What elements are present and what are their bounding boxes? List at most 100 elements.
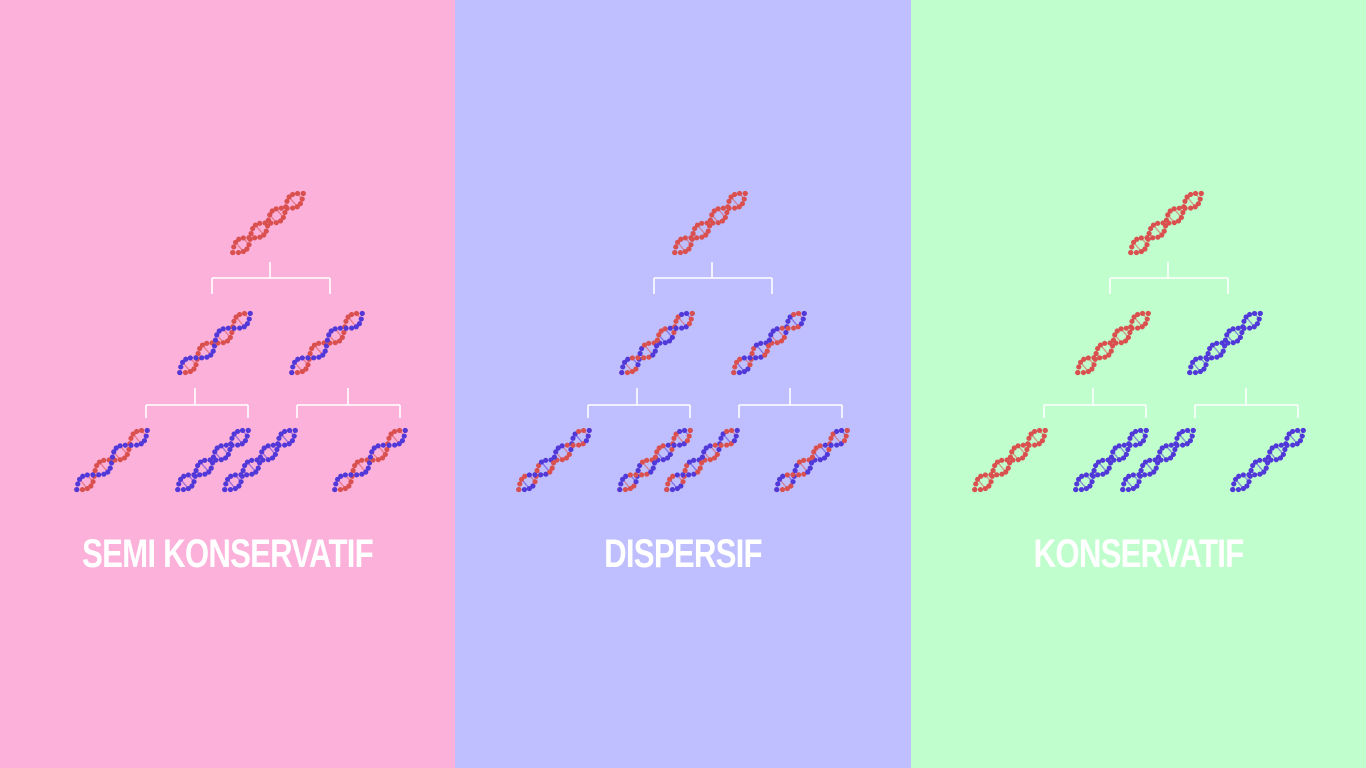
strand-a-bead xyxy=(1118,340,1124,346)
strand-b-bead xyxy=(1278,442,1284,448)
strand-a-bead xyxy=(1182,198,1188,204)
strand-b-bead xyxy=(1114,328,1120,334)
strand-b-bead xyxy=(1079,473,1085,479)
strand-b-bead xyxy=(844,427,850,434)
strand-a-bead xyxy=(1251,310,1258,317)
strand-b-bead xyxy=(805,469,811,475)
strand-b-bead xyxy=(1187,369,1193,376)
strand-b-bead xyxy=(549,465,555,471)
strand-a-bead xyxy=(229,435,235,441)
strand-b-bead xyxy=(278,205,284,211)
strand-a-bead xyxy=(1250,462,1256,469)
strand-a-bead xyxy=(716,446,722,453)
strand-a-bead xyxy=(1174,435,1180,441)
strand-b-bead xyxy=(1009,449,1015,455)
strand-b-bead xyxy=(232,472,238,478)
strand-b-bead xyxy=(263,228,269,234)
strand-a-bead xyxy=(1273,457,1279,463)
strand-b-bead xyxy=(686,472,692,478)
strand-b-bead xyxy=(214,445,220,451)
strand-b-bead xyxy=(764,348,770,354)
strand-b-bead xyxy=(703,232,709,238)
strand-b-bead xyxy=(1110,449,1116,455)
strand-b-bead xyxy=(399,438,406,444)
strand-a-bead xyxy=(236,483,242,489)
dna-helix xyxy=(1120,427,1196,493)
strand-b-bead xyxy=(828,442,834,448)
strand-b-bead xyxy=(1104,469,1110,475)
strand-b-bead xyxy=(244,433,250,439)
strand-a-bead xyxy=(817,457,823,463)
strand-a-bead xyxy=(736,369,743,376)
strand-a-bead xyxy=(1024,446,1030,453)
strand-b-bead xyxy=(522,473,528,479)
strand-a-bead xyxy=(276,435,282,441)
strand-b-bead xyxy=(1231,481,1237,487)
strand-b-bead xyxy=(1273,443,1279,449)
strand-a-bead xyxy=(699,220,705,226)
strand-a-bead xyxy=(354,459,361,465)
strand-a-bead xyxy=(349,311,355,318)
strand-b-bead xyxy=(228,473,234,479)
strand-b-bead xyxy=(1257,471,1263,477)
strand-b-bead xyxy=(1209,355,1215,361)
strand-b-bead xyxy=(240,235,246,241)
strand-a-bead xyxy=(290,191,296,198)
strand-b-bead xyxy=(1214,354,1220,360)
strand-a-bead xyxy=(666,338,673,344)
strand-a-bead xyxy=(1129,318,1135,324)
strand-a-bead xyxy=(838,427,845,434)
dna-helix xyxy=(731,310,807,376)
strand-a-bead xyxy=(249,457,255,463)
strand-a-bead xyxy=(1127,329,1133,336)
strand-b-bead xyxy=(699,234,705,240)
strand-b-bead xyxy=(775,481,781,487)
strand-a-bead xyxy=(90,479,96,485)
strand-b-bead xyxy=(999,471,1005,477)
strand-b-bead xyxy=(375,443,381,449)
strand-a-bead xyxy=(379,455,386,461)
strand-b-bead xyxy=(1145,310,1151,317)
strand-b-bead xyxy=(650,465,656,471)
strand-b-bead xyxy=(253,469,259,475)
strand-a-bead xyxy=(1247,311,1253,318)
strand-a-bead xyxy=(680,479,686,485)
strand-b-bead xyxy=(737,356,743,362)
strand-b-bead xyxy=(1003,469,1009,475)
strand-b-bead xyxy=(662,326,668,332)
dna-helix xyxy=(1128,190,1204,256)
strand-b-bead xyxy=(633,472,639,478)
strand-b-bead xyxy=(1155,454,1162,460)
strand-b-bead xyxy=(230,249,236,256)
strand-b-bead xyxy=(386,442,392,448)
replication-tree-semi-konservatif xyxy=(74,190,408,493)
strand-b-bead xyxy=(1218,352,1224,358)
strand-b-bead xyxy=(1176,205,1182,211)
strand-a-bead xyxy=(1019,455,1026,461)
dna-helix xyxy=(1075,310,1151,376)
strand-b-bead xyxy=(113,445,119,451)
strand-a-bead xyxy=(622,486,629,493)
strand-b-bead xyxy=(185,472,191,478)
strand-b-bead xyxy=(672,249,678,256)
strand-a-bead xyxy=(229,329,235,336)
strand-b-bead xyxy=(247,310,253,317)
strand-a-bead xyxy=(669,446,675,453)
strand-b-bead xyxy=(1153,465,1159,471)
strand-b-bead xyxy=(526,472,532,478)
strand-b-bead xyxy=(300,190,306,197)
strand-a-bead xyxy=(1093,462,1099,469)
strand-b-bead xyxy=(701,449,707,455)
dna-helix xyxy=(175,427,251,493)
strand-b-bead xyxy=(1076,364,1082,370)
strand-b-bead xyxy=(1241,325,1247,331)
strand-a-bead xyxy=(1144,242,1150,248)
dna-helix xyxy=(774,427,850,493)
strand-a-bead xyxy=(1280,451,1286,458)
strand-b-bead xyxy=(338,473,344,479)
strand-b-bead xyxy=(322,348,328,354)
strand-a-bead xyxy=(246,242,252,248)
strand-b-bead xyxy=(1129,325,1135,331)
strand-b-bead xyxy=(1220,348,1226,354)
strand-b-bead xyxy=(143,433,149,439)
